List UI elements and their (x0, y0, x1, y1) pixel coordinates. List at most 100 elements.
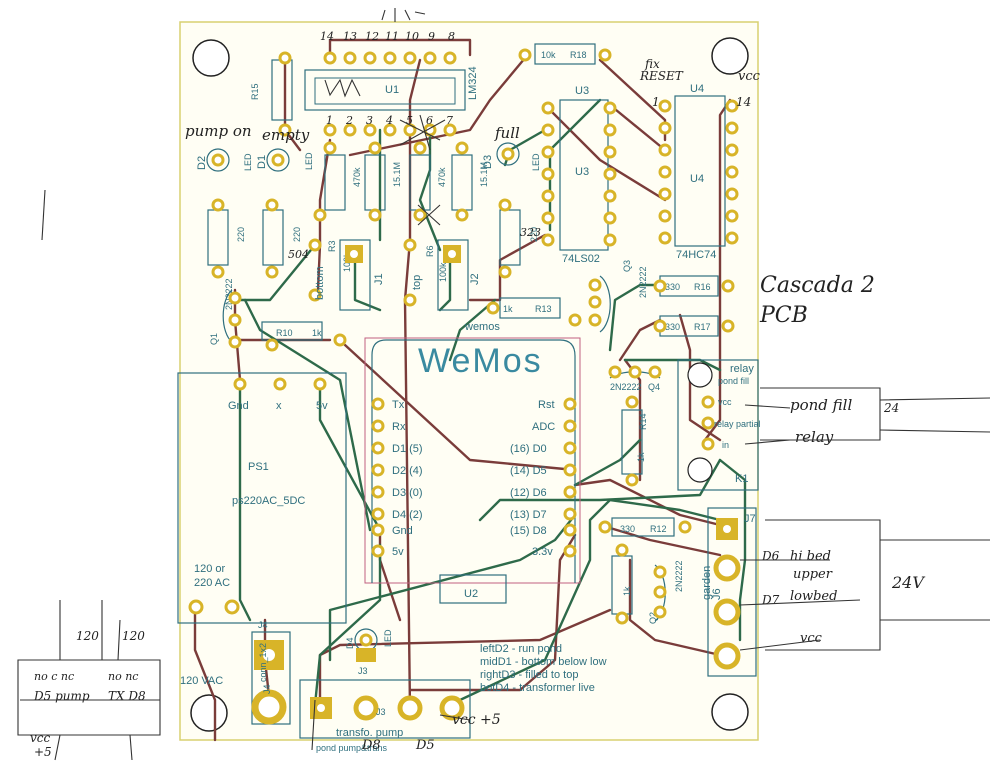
svg-text:PCB: PCB (759, 303, 808, 328)
svg-text:no c nc: no c nc (34, 670, 74, 683)
relay-k1: relay pond fill vcc relay partial in K1 (677, 359, 761, 491)
u1-value: LM324 (467, 66, 479, 100)
svg-text:TX D8: TX D8 (108, 689, 146, 703)
svg-text:relay: relay (795, 428, 834, 446)
svg-text:220: 220 (292, 227, 302, 242)
transistor-q3: 2N2222 Q3 (588, 260, 648, 333)
led-d1: D1 LED (256, 148, 314, 172)
resistor-row-pads (211, 141, 512, 307)
svg-text:D2 (4): D2 (4) (392, 465, 423, 477)
svg-text:2N2222: 2N2222 (610, 382, 642, 392)
r6-designator: R6 (425, 245, 435, 257)
svg-text:D5 pump: D5 pump (33, 689, 90, 703)
svg-text:rightD3 - filled to top: rightD3 - filled to top (480, 669, 578, 681)
svg-text:J4: J4 (258, 620, 268, 630)
svg-text:pond fill: pond fill (718, 376, 749, 386)
svg-text:R17: R17 (694, 322, 711, 332)
svg-text:10k: 10k (541, 50, 556, 60)
r6-value: 100k (438, 262, 448, 282)
connector-j6: J7 J6 (707, 507, 757, 677)
svg-text:Gnd: Gnd (228, 400, 249, 412)
svg-text:ADC: ADC (532, 421, 555, 433)
svg-text:fix: fix (644, 57, 660, 71)
u1-designator: U1 (385, 84, 399, 96)
svg-text:K1: K1 (735, 473, 748, 485)
transistor-q4: 2N2222 Q4 (608, 365, 662, 392)
svg-text:U4: U4 (690, 173, 704, 185)
mounting-hole-tl (192, 39, 230, 77)
svg-text:vcc: vcc (30, 731, 51, 745)
svg-text:5: 5 (406, 114, 413, 127)
svg-text:12: 12 (365, 30, 379, 43)
wemos-left-pins: Tx Rx D1 (5) D2 (4) D3 (0) D4 (2) Gnd 5v (392, 399, 423, 558)
svg-text:vcc: vcc (718, 397, 732, 407)
svg-text:1k: 1k (312, 328, 322, 338)
transistor-q2: 2N2222 Q2 (648, 560, 684, 624)
svg-text:Rst: Rst (538, 399, 555, 411)
svg-text:323: 323 (520, 226, 541, 239)
svg-text:R15: R15 (250, 83, 260, 100)
resistor-r12: 330 R12 (598, 517, 692, 537)
svg-text:1k: 1k (622, 586, 632, 596)
hand-sketch-lines (17, 8, 991, 761)
svg-text:conn_1x2: conn_1x2 (258, 643, 268, 682)
svg-text:U3: U3 (575, 85, 589, 97)
svg-text:120 or: 120 or (194, 563, 226, 575)
svg-text:220: 220 (529, 227, 539, 242)
u1-hand-pin-numbers: 14 13 12 11 10 9 8 1 2 3 4 5 6 7 (320, 30, 455, 127)
resistor-r14: R14 1k (621, 395, 648, 487)
svg-text:74HC74: 74HC74 (676, 249, 716, 261)
svg-text:D7: D7 (761, 593, 780, 607)
svg-text:5v: 5v (392, 546, 404, 558)
garden-label: garden (701, 566, 713, 600)
svg-text:3: 3 (366, 114, 373, 127)
svg-text:220 AC: 220 AC (194, 577, 230, 589)
svg-text:2N2222: 2N2222 (674, 560, 684, 592)
svg-text:RESET: RESET (639, 69, 684, 83)
handwritten-annotations: pump on empty full fix RESET vcc 14 1 Ca… (30, 57, 925, 759)
svg-text:D8: D8 (361, 738, 381, 753)
svg-text:full: full (494, 124, 520, 142)
resistor-r10: R10 1k (261, 321, 347, 352)
connector-j2: J2 (437, 239, 481, 311)
svg-text:(12) D6: (12) D6 (510, 487, 547, 499)
svg-text:Tx: Tx (392, 399, 405, 411)
svg-text:R18: R18 (570, 50, 587, 60)
svg-text:(16) D0: (16) D0 (510, 443, 547, 455)
svg-text:R12: R12 (650, 524, 667, 534)
svg-text:Q2: Q2 (648, 612, 658, 624)
svg-text:pond pump&trans: pond pump&trans (316, 743, 388, 753)
u4-74hc74-ic: U4 U4 74HC74 (674, 83, 726, 261)
top-label: top (411, 275, 423, 290)
svg-text:2: 2 (345, 114, 353, 127)
svg-text:vcc +5: vcc +5 (452, 712, 501, 728)
svg-text:120 VAC: 120 VAC (180, 675, 223, 687)
svg-text:470k: 470k (352, 167, 362, 187)
svg-text:1k: 1k (503, 304, 513, 314)
resistor-r16: 330 R16 (653, 275, 735, 297)
led-d3: D3 LED (482, 142, 541, 171)
u1-lm324-ic: U1 LM324 (304, 66, 479, 111)
svg-text:U3: U3 (575, 166, 589, 178)
bottom-label: bottom (314, 266, 326, 300)
svg-text:vcc: vcc (738, 69, 761, 84)
svg-text:120: 120 (76, 629, 99, 643)
svg-text:5v: 5v (316, 400, 328, 412)
svg-text:J7: J7 (744, 513, 756, 525)
svg-text:Q4: Q4 (648, 382, 660, 392)
svg-text:13: 13 (343, 30, 357, 43)
svg-text:upper: upper (793, 567, 833, 582)
svg-text:pond fill: pond fill (790, 396, 852, 414)
resistor-r18: 10k R18 (518, 43, 612, 65)
u3-pads (541, 101, 617, 247)
svg-text:R10: R10 (276, 328, 293, 338)
svg-text:empty: empty (262, 126, 310, 144)
transistor-q1: 2N2222 Q1 (209, 278, 242, 349)
svg-text:D2: D2 (196, 156, 208, 170)
svg-text:15.1M: 15.1M (479, 162, 489, 187)
svg-text:3.3v: 3.3v (532, 546, 553, 558)
wemos-right-pins: Rst ADC (16) D0 (14) D5 (12) D6 (13) D7 … (510, 399, 555, 558)
svg-text:10: 10 (405, 30, 419, 43)
r3-designator: R3 (327, 240, 337, 252)
resistor-r13: 1k R13 (486, 297, 582, 327)
